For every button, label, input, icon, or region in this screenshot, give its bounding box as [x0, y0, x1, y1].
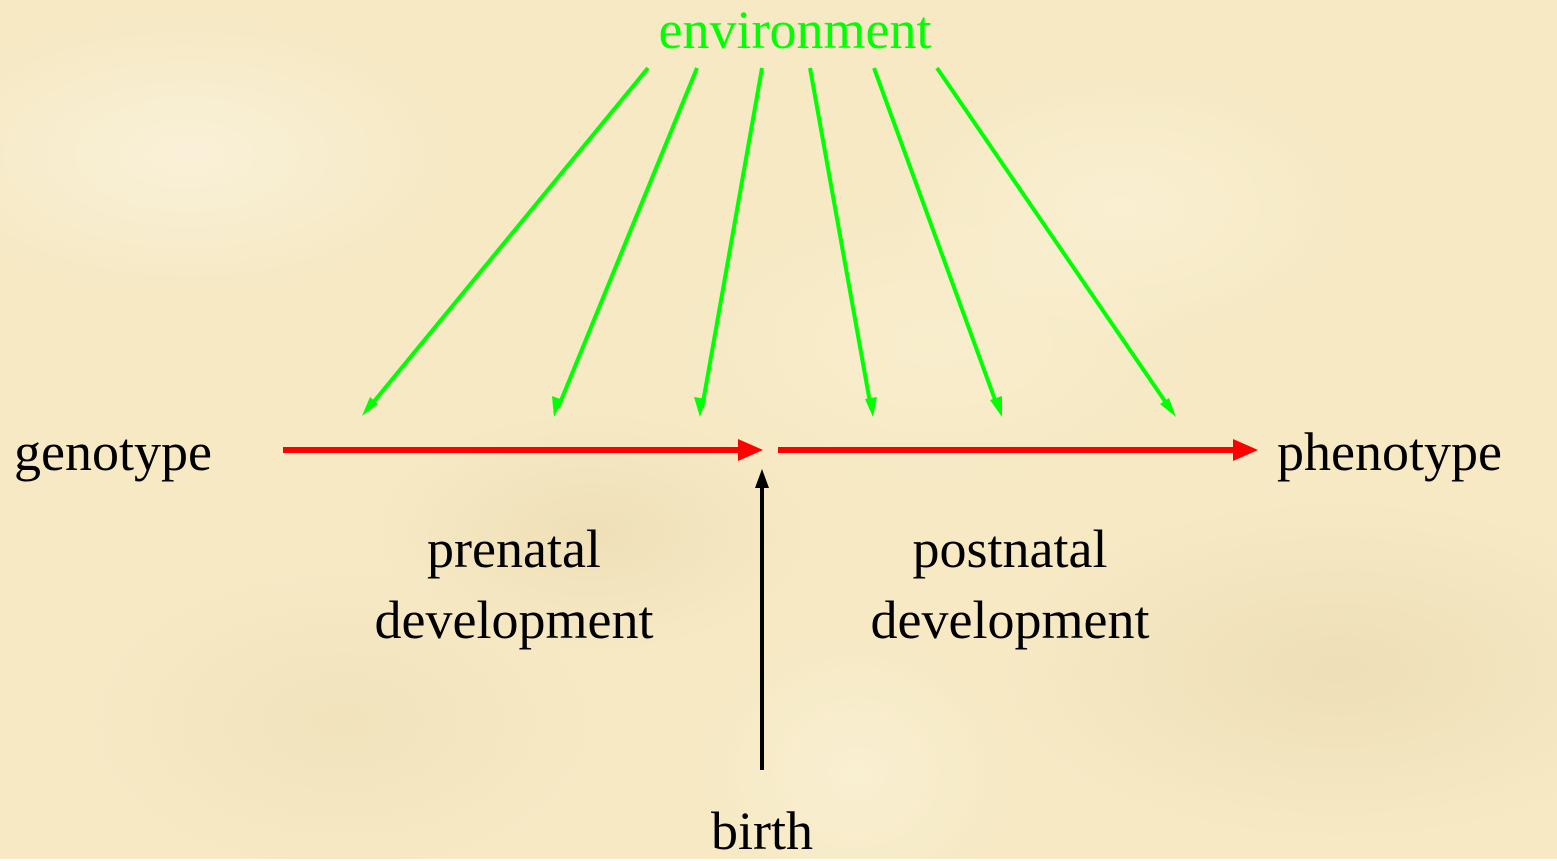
environment-label: environment: [658, 0, 932, 60]
environment-arrowhead-2: [552, 396, 563, 417]
environment-arrow-4: [808, 67, 873, 409]
prenatal-development-label: prenatal development: [375, 514, 654, 656]
birth-arrow: [755, 469, 769, 770]
environment-arrow-1: [365, 66, 650, 412]
environment-arrow-5: [872, 67, 1000, 409]
environment-arrow-3: [700, 67, 764, 409]
environment-arrowhead-6: [1160, 398, 1176, 417]
prenatal-line-1: prenatal: [427, 519, 601, 579]
environment-arrowhead-3: [694, 397, 706, 417]
prenatal-line-2: development: [374, 590, 654, 650]
postnatal-line-1: postnatal: [912, 519, 1108, 579]
environment-arrows: [362, 66, 1176, 417]
environment-arrowhead-4: [865, 397, 877, 417]
prenatal-arrowhead: [738, 439, 763, 461]
environment-arrow-6: [935, 66, 1173, 412]
environment-arrow-2: [556, 67, 699, 409]
postnatal-line-2: development: [870, 590, 1150, 650]
postnatal-arrowhead: [1233, 439, 1258, 461]
phenotype-label: phenotype: [1277, 422, 1502, 482]
environment-arrowhead-5: [990, 396, 1002, 417]
birth-arrowhead: [755, 469, 769, 488]
postnatal-development-label: postnatal development: [871, 514, 1150, 656]
environment-arrowhead-1: [362, 397, 378, 416]
genotype-label: genotype: [14, 422, 212, 482]
development-arrows: [283, 439, 1258, 461]
birth-label: birth: [711, 801, 813, 861]
